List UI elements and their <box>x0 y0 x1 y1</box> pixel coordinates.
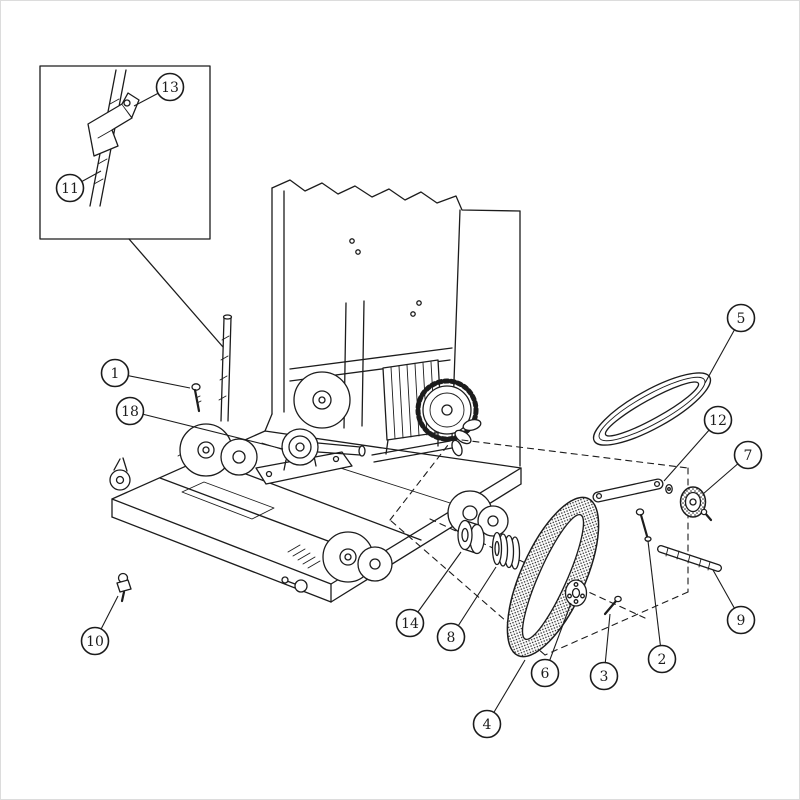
callout-label-7: 7 <box>744 448 753 464</box>
callout-label-2: 2 <box>658 652 667 668</box>
callout-label-9: 9 <box>737 613 746 629</box>
callout-1: 1 <box>100 358 191 389</box>
bearing-block <box>255 428 366 485</box>
callout-label-18: 18 <box>121 404 139 420</box>
link-arm-part-12 <box>592 478 673 503</box>
callout-5: 5 <box>704 303 756 384</box>
callout-circle-13 <box>155 72 185 102</box>
callout-circle-5 <box>726 303 756 333</box>
callout-8: 8 <box>436 566 497 652</box>
callout-circle-2 <box>647 644 677 674</box>
callout-circle-3 <box>589 661 619 691</box>
callout-circle-18 <box>115 396 145 426</box>
callout-circle-11 <box>55 173 85 203</box>
belt-part-4 <box>506 496 600 658</box>
hub-part-6 <box>564 579 588 607</box>
callout-label-3: 3 <box>600 669 609 685</box>
callout-label-1: 1 <box>111 366 120 382</box>
callout-circle-4 <box>472 709 502 739</box>
line-art <box>39 65 722 658</box>
callout-label-14: 14 <box>401 616 419 632</box>
callout-label-4: 4 <box>483 717 492 733</box>
callout-10: 10 <box>80 595 119 656</box>
callout-leader-2 <box>647 540 663 660</box>
belt-part-5 <box>592 372 712 446</box>
callout-circle-7 <box>733 440 763 470</box>
callout-label-13: 13 <box>161 80 179 96</box>
callout-leader-18 <box>129 410 284 450</box>
bolt-part-1 <box>191 383 202 413</box>
pulley-part-14 <box>457 519 485 555</box>
callout-circle-14 <box>395 608 425 638</box>
callout-7: 7 <box>702 440 763 495</box>
callout-18: 18 <box>115 396 284 450</box>
callout-12: 12 <box>663 405 733 482</box>
callout-layer: 1 18 10 11 13 5 12 7 9 2 3 6 4 8 14 <box>55 72 763 739</box>
guide-rod <box>218 314 233 422</box>
callout-circle-8 <box>436 622 466 652</box>
callout-leader-14 <box>409 551 462 624</box>
callout-4: 4 <box>472 659 526 739</box>
pin-part-3 <box>603 595 622 616</box>
callout-11: 11 <box>55 170 102 203</box>
callout-label-11: 11 <box>61 181 79 197</box>
callout-label-5: 5 <box>737 311 746 327</box>
callout-circle-1 <box>100 358 130 388</box>
callout-circle-12 <box>703 405 733 435</box>
bolt-part-2 <box>635 508 652 542</box>
callout-circle-9 <box>726 605 756 635</box>
pulley-part-7 <box>679 486 713 522</box>
inset-detail <box>39 65 211 240</box>
strip-part-9 <box>657 545 722 572</box>
wheels <box>109 371 509 593</box>
pulley-part-8 <box>491 531 521 570</box>
callout-label-10: 10 <box>86 634 104 650</box>
motor-assembly <box>371 359 482 463</box>
callout-13: 13 <box>133 72 185 107</box>
callout-2: 2 <box>647 540 677 674</box>
callout-3: 3 <box>589 613 619 691</box>
callout-circle-10 <box>80 626 110 656</box>
fitting-part-10 <box>116 572 132 603</box>
callout-9: 9 <box>712 569 756 635</box>
callout-label-8: 8 <box>447 630 456 646</box>
callout-label-12: 12 <box>709 413 727 429</box>
callout-6: 6 <box>530 602 572 688</box>
inset-pointer-line <box>128 238 224 348</box>
callout-14: 14 <box>395 551 462 638</box>
callout-circle-6 <box>530 658 560 688</box>
callout-label-6: 6 <box>541 666 550 682</box>
